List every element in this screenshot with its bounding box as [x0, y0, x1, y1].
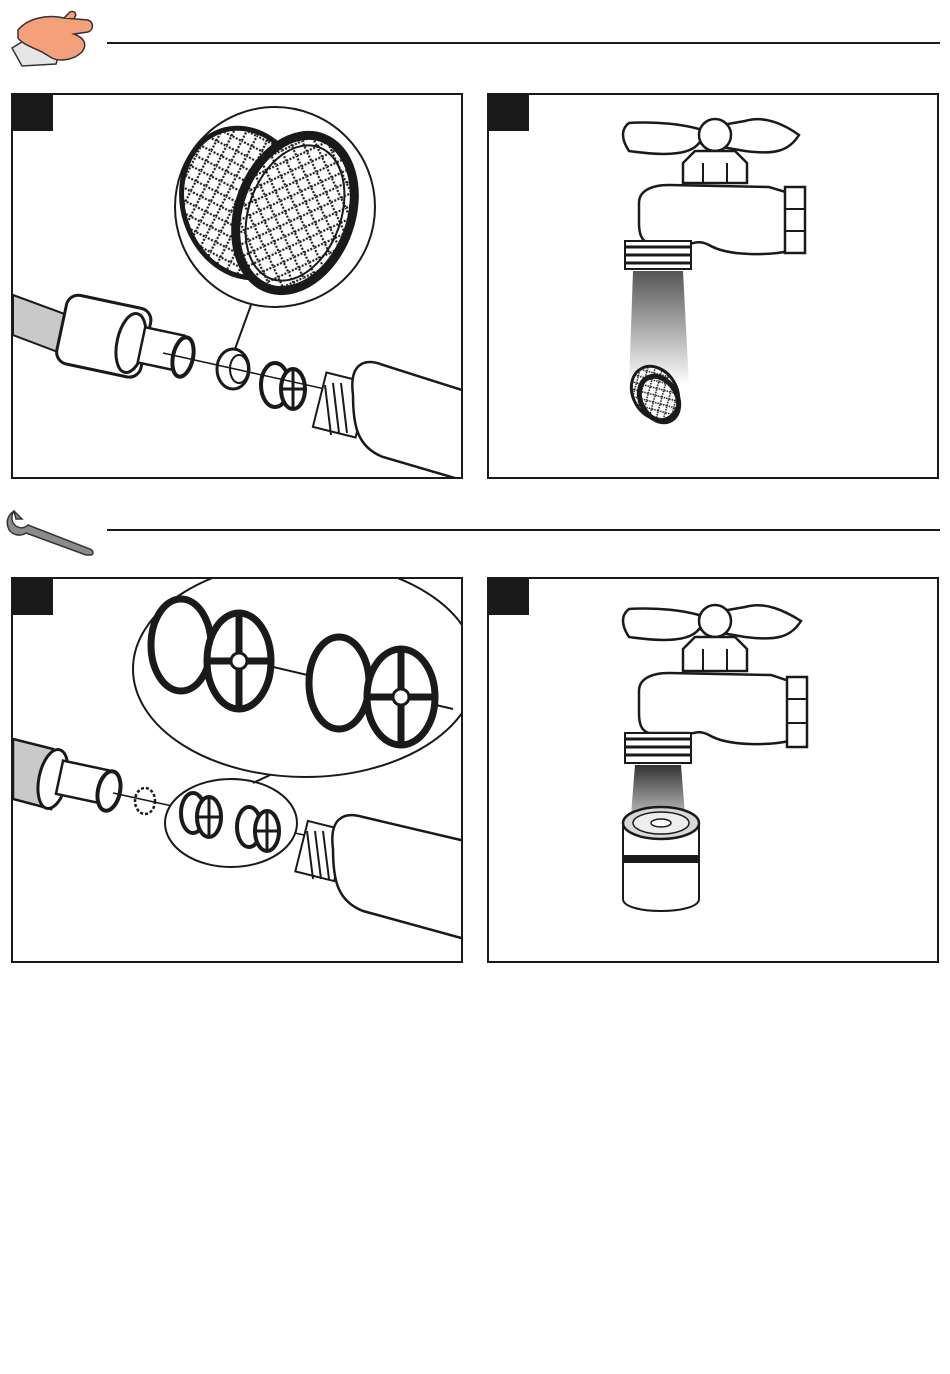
check-valve-small-a: [181, 793, 221, 837]
section-divider: [107, 42, 940, 44]
wrench-icon: [6, 503, 98, 559]
check-valve-small-b: [237, 807, 279, 851]
panel-hose-screen-detail: [11, 93, 463, 479]
hand-cleaning-icon: [8, 8, 98, 68]
faucet-body: [332, 815, 463, 939]
section-divider: [107, 529, 940, 531]
faucet-body: [352, 362, 463, 479]
panel-hose-check-valve-detail: [11, 577, 463, 963]
section-cleaning-header: [0, 0, 950, 80]
panel-faucet-aerator-rinse: [487, 577, 939, 963]
panel-faucet-screen-rinse: [487, 93, 939, 479]
aerator: [623, 807, 699, 911]
section-maintenance-header: [0, 495, 950, 565]
